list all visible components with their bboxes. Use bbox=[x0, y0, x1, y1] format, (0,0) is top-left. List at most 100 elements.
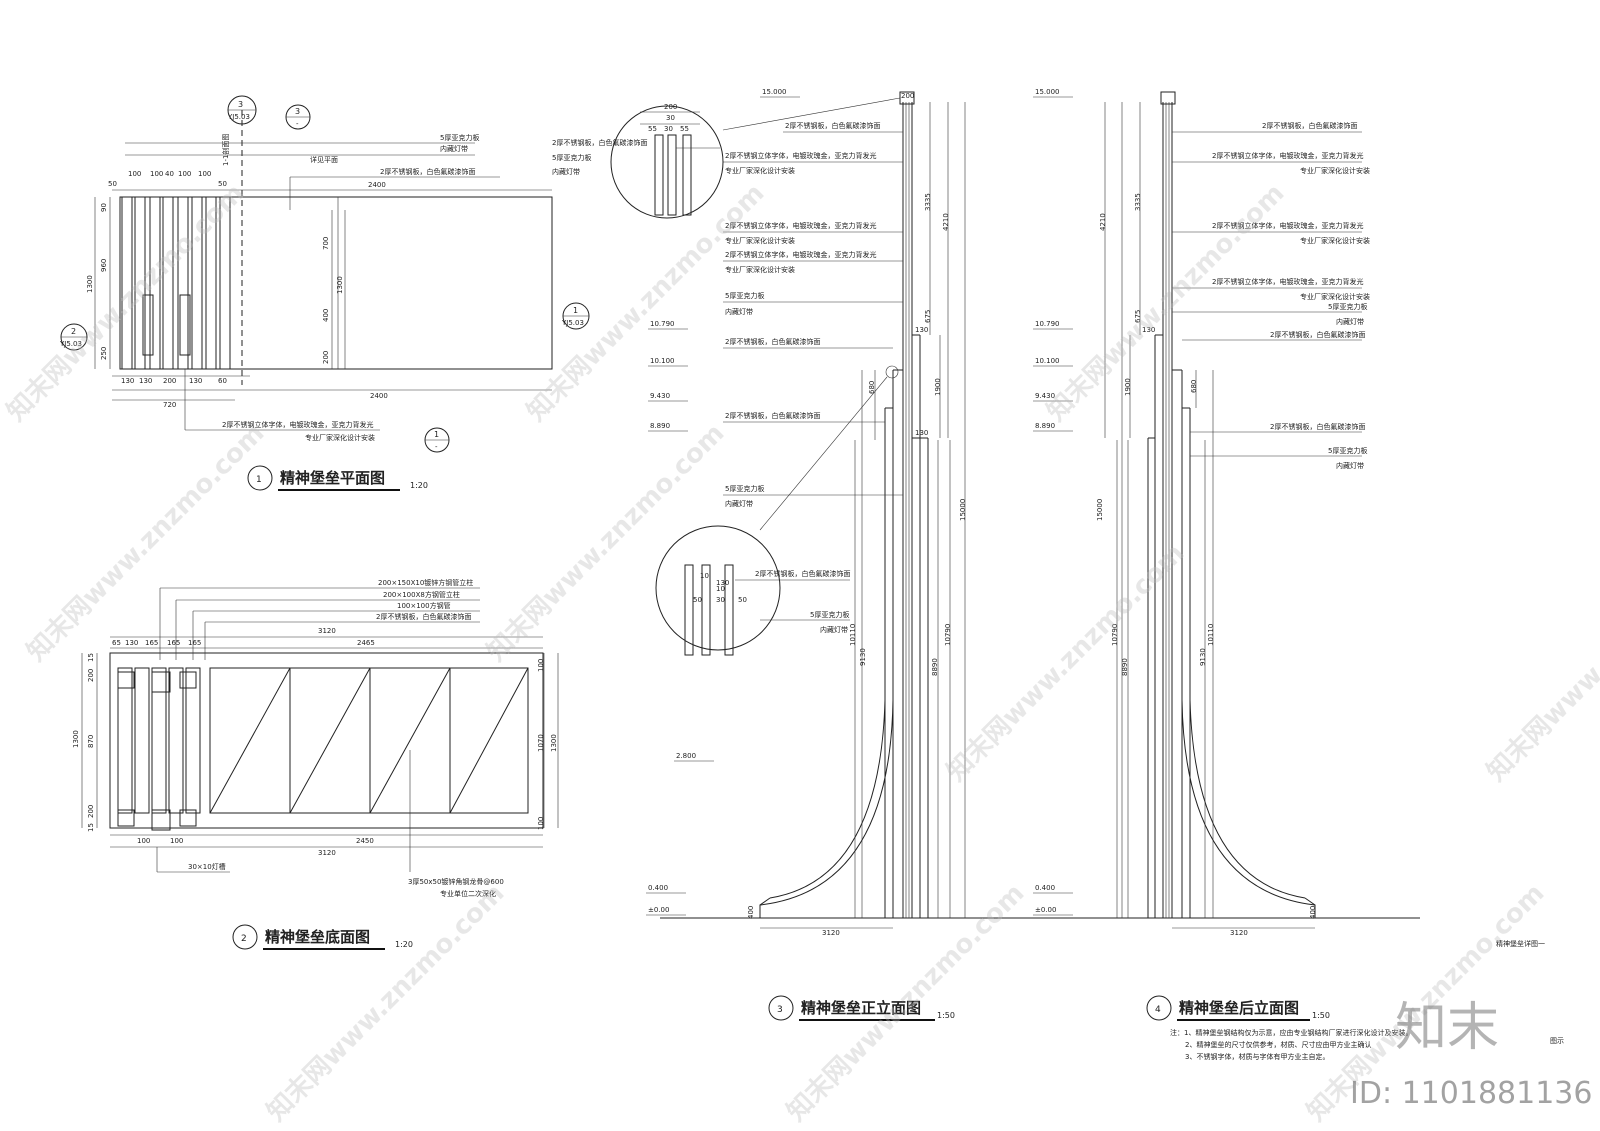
footnote: 注：1、精神堡垒钢结构仅为示意，应由专业钢结构厂家进行深化设计及安装。 bbox=[1170, 1028, 1412, 1037]
dim: 165 bbox=[188, 639, 201, 647]
bottom-outline bbox=[109, 652, 544, 829]
dim: 100 bbox=[537, 659, 545, 672]
bottom-notes: 200×150X10镀锌方钢管立柱 200×100X8方钢管立柱 100×100… bbox=[159, 578, 480, 660]
note: 200×150X10镀锌方钢管立柱 bbox=[378, 578, 473, 587]
level: 8.890 bbox=[1035, 422, 1055, 430]
plan-bottom-dims: 130 130 200 130 60 720 2400 bbox=[121, 377, 388, 409]
note: 专业厂家深化设计安装 bbox=[1300, 292, 1370, 301]
rear-notes: 2厚不锈钢板，白色氟碳漆饰面 2厚不锈钢立体字体，电镀玫瑰金，亚克力背发光专业厂… bbox=[1172, 121, 1370, 470]
note: 内藏灯带 bbox=[820, 625, 848, 634]
view-title-3: 3 精神堡垒正立面图 1:50 bbox=[768, 995, 955, 1021]
note: 2厚不锈钢板，白色氟碳漆饰面 bbox=[376, 612, 471, 621]
view-title-1: 1 精神堡垒平面图 1:20 bbox=[247, 465, 428, 491]
view-title-4: 4 精神堡垒后立面图 1:50 bbox=[1146, 995, 1330, 1021]
level: 9.430 bbox=[650, 392, 670, 400]
dim: 8890 bbox=[931, 658, 939, 676]
bottom-left-dims: 15 200 870 200 15 1300 bbox=[72, 653, 95, 832]
view-title: 精神堡垒后立面图 bbox=[1179, 999, 1299, 1017]
dim: 50 bbox=[738, 596, 747, 604]
section-mark: 1 YJ5.03 bbox=[561, 302, 590, 330]
mark-sheet: YJ5.03 bbox=[561, 319, 584, 327]
dim: 680 bbox=[868, 381, 876, 394]
note: 200×100X8方钢管立柱 bbox=[383, 590, 460, 599]
note: 5厚亚克力板 bbox=[552, 153, 591, 162]
dim: 100 bbox=[198, 170, 211, 178]
dim: 100 bbox=[137, 837, 150, 845]
dim: 4210 bbox=[942, 213, 950, 231]
dim: 200 bbox=[87, 805, 95, 818]
bottom-view: 200×150X10镀锌方钢管立柱 200×100X8方钢管立柱 100×100… bbox=[72, 578, 559, 950]
detail-bubble-mid: 10 130 10 50 30 50 2厚不锈钢板，白色氟碳漆饰面 5厚亚克力板… bbox=[655, 365, 899, 656]
view-title: 精神堡垒底面图 bbox=[265, 928, 370, 946]
dim: 130 bbox=[139, 377, 152, 385]
dim: 100 bbox=[537, 817, 545, 830]
note: 2厚不锈钢板，白色氟碳漆饰面 bbox=[725, 411, 820, 420]
dim: 200 bbox=[163, 377, 176, 385]
dim: 3120 bbox=[318, 627, 336, 635]
dim: 55 bbox=[648, 125, 657, 133]
note: 5厚亚克力板 bbox=[1328, 302, 1367, 311]
dim: 130 bbox=[125, 639, 138, 647]
dim: 250 bbox=[100, 347, 108, 360]
dim: 130 bbox=[1142, 326, 1155, 334]
watermark: 知末网www.znzmo.com bbox=[1481, 538, 1600, 787]
dim: 400 bbox=[322, 309, 330, 322]
dim: 10790 bbox=[944, 624, 952, 646]
axis-label: 1-1剖面图 bbox=[221, 134, 230, 166]
note: 内藏灯带 bbox=[440, 144, 468, 153]
mast bbox=[1147, 91, 1191, 918]
note: 30×10灯槽 bbox=[188, 862, 226, 871]
dim: 130 bbox=[915, 326, 928, 334]
note: 内藏灯带 bbox=[725, 307, 753, 316]
note: 5厚亚克力板 bbox=[810, 610, 849, 619]
note: 2厚不锈钢立体字体，电镀玫瑰金，亚克力背发光 bbox=[725, 221, 876, 230]
dim: 1300 bbox=[336, 276, 344, 294]
columns bbox=[117, 667, 201, 831]
mark-sheet: - bbox=[296, 120, 299, 128]
dim: 15000 bbox=[959, 499, 967, 521]
view-title: 精神堡垒平面图 bbox=[280, 469, 385, 487]
front-levels: 15.000 10.790 10.100 9.430 8.890 2.800 0… bbox=[646, 88, 800, 916]
note: 2厚不锈钢立体字体，电镀玫瑰金，亚克力背发光 bbox=[1212, 221, 1363, 230]
sheet-label: 精神堡垒详图一 bbox=[1496, 939, 1545, 948]
note: 2厚不锈钢立体字体，电镀玫瑰金，亚克力背发光 bbox=[1212, 277, 1363, 286]
curved-base bbox=[1172, 699, 1316, 919]
level: 10.790 bbox=[1035, 320, 1060, 328]
frame bbox=[209, 667, 529, 814]
front-elevation: 15.000 10.790 10.100 9.430 8.890 2.800 0… bbox=[552, 88, 1420, 1021]
bottom-right-dims: 100 1070 1300 100 bbox=[537, 659, 558, 830]
level: 2.800 bbox=[676, 752, 696, 760]
dim: 675 bbox=[1134, 310, 1142, 323]
dim: 130 bbox=[716, 579, 729, 587]
note: 详见平面 bbox=[310, 155, 338, 164]
note: 3厚50x50镀锌角钢龙骨@600 bbox=[408, 877, 504, 886]
dim: 9130 bbox=[1199, 648, 1207, 666]
dim: 90 bbox=[100, 203, 108, 212]
mark-num: 2 bbox=[71, 327, 76, 336]
level: 0.400 bbox=[1035, 884, 1055, 892]
dim: 30 bbox=[664, 125, 673, 133]
level: 15.000 bbox=[762, 88, 787, 96]
front-notes: 2厚不锈钢板，白色氟碳漆饰面 2厚不锈钢立体字体，电镀玫瑰金，亚克力背发光专业厂… bbox=[723, 121, 903, 508]
dim: 30 bbox=[716, 596, 725, 604]
dim: 200 bbox=[664, 103, 677, 111]
view-scale: 1:50 bbox=[937, 1011, 955, 1020]
section-mark: 3 - bbox=[285, 104, 311, 130]
note: 2厚不锈钢板，白色氟碳漆饰面 bbox=[785, 121, 880, 130]
dim: 700 bbox=[322, 237, 330, 250]
note: 2厚不锈钢板，白色氟碳漆饰面 bbox=[380, 167, 475, 176]
level: 10.100 bbox=[650, 357, 675, 365]
dim: 100 bbox=[128, 170, 141, 178]
note: 内藏灯带 bbox=[725, 499, 753, 508]
dim: 165 bbox=[145, 639, 158, 647]
dim: 50 bbox=[218, 180, 227, 188]
dim: 10 bbox=[700, 572, 709, 580]
dim: 10790 bbox=[1111, 624, 1119, 646]
dim: 2400 bbox=[370, 392, 388, 400]
note: 内藏灯带 bbox=[1336, 317, 1364, 326]
dim: 400 bbox=[1309, 906, 1317, 919]
watermark: 知末网www.znzmo.com bbox=[941, 538, 1190, 787]
dim: 1300 bbox=[72, 730, 80, 748]
dim: 400 bbox=[747, 906, 755, 919]
note: 2厚不锈钢板，白色氟碳漆饰面 bbox=[552, 138, 647, 147]
